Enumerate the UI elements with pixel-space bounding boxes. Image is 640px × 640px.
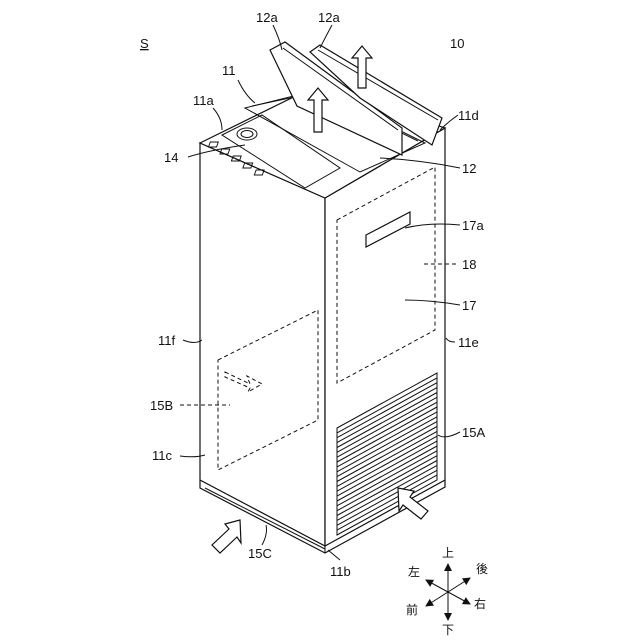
device-body	[200, 85, 445, 553]
arrow-front	[426, 592, 448, 606]
dir-down: 下	[442, 623, 454, 637]
label-11c: 11c	[152, 448, 172, 463]
label-12: 12	[462, 161, 476, 176]
label-14: 14	[164, 150, 178, 165]
label-15A: 15A	[462, 425, 485, 440]
label-17a: 17a	[462, 218, 484, 233]
arrow-right	[448, 592, 470, 604]
label-11d: 11d	[458, 108, 479, 123]
dir-back: 後	[476, 562, 488, 576]
arrow-left	[426, 580, 448, 592]
label-11e: 11e	[458, 335, 479, 350]
label-18: 18	[462, 257, 476, 272]
label-12a-left: 12a	[256, 10, 278, 25]
label-10: 10	[450, 36, 464, 51]
arrow-back	[448, 578, 470, 592]
label-11b: 11b	[330, 564, 351, 579]
label-15B: 15B	[150, 398, 173, 413]
dir-up: 上	[442, 546, 454, 560]
label-11: 11	[222, 63, 236, 78]
figure-label-S: S	[140, 36, 149, 51]
dir-left: 左	[408, 564, 420, 579]
label-15C: 15C	[248, 546, 272, 561]
intake-arrow-bottom	[212, 520, 241, 553]
label-12a-right: 12a	[318, 10, 340, 25]
dir-front: 前	[406, 602, 418, 617]
dir-right: 右	[474, 596, 486, 611]
label-11f: 11f	[158, 333, 175, 348]
intake-arrow-side	[398, 488, 428, 519]
label-11a: 11a	[193, 93, 214, 108]
front-face	[200, 143, 325, 546]
label-17: 17	[462, 298, 476, 313]
direction-compass: 上 下 左 右 後 前	[406, 546, 488, 637]
